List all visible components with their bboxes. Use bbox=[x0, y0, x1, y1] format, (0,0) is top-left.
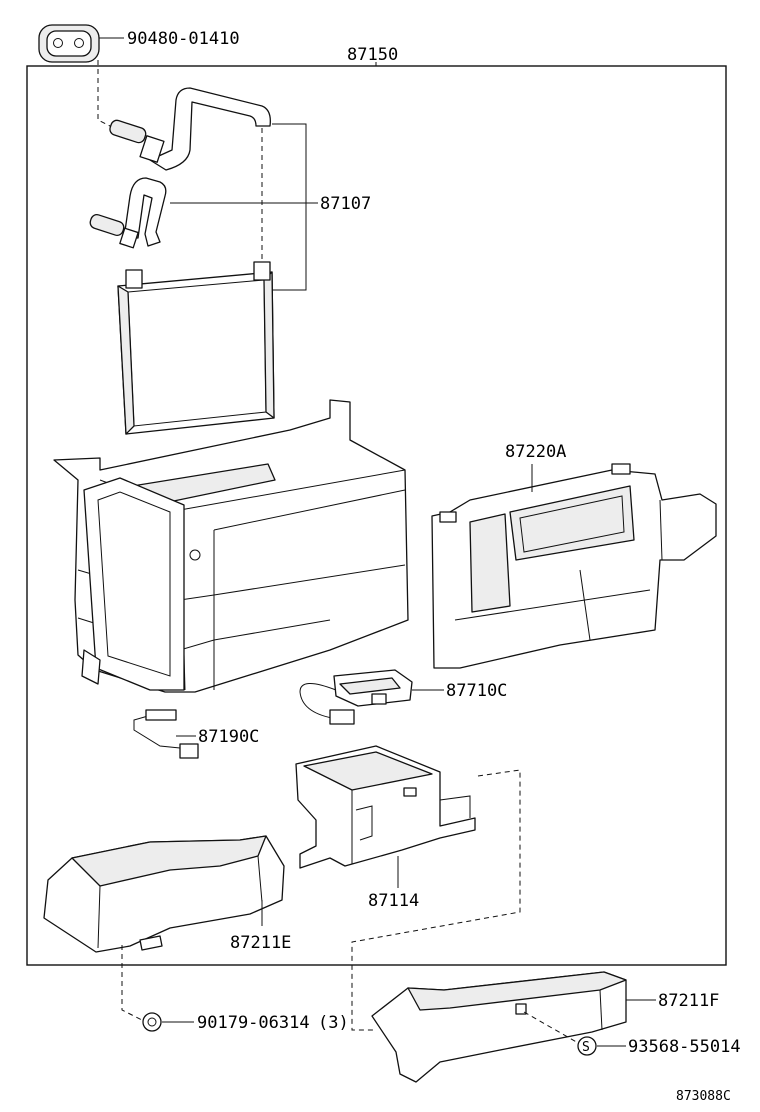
case-icon bbox=[431, 463, 717, 669]
part-label-lower-case: 87114 bbox=[368, 891, 419, 911]
part-label-servo: 87710C bbox=[446, 681, 507, 701]
part-label-clip: 90179-06314 bbox=[197, 1013, 310, 1033]
assembly-label: 87150 bbox=[347, 45, 398, 65]
clip-icon bbox=[142, 1012, 162, 1032]
part-label-thermistor: 87190C bbox=[198, 727, 259, 747]
duct-f-icon bbox=[371, 971, 627, 1083]
part-label-gasket: 90480-01410 bbox=[127, 29, 240, 49]
heater-core bbox=[117, 261, 275, 435]
pipe-icon bbox=[89, 87, 271, 249]
svg-text:S: S bbox=[582, 1040, 590, 1055]
sensor-icon bbox=[133, 709, 199, 759]
part-qty-clip: (3) bbox=[318, 1013, 349, 1033]
lower-case-icon bbox=[295, 745, 476, 869]
unit-case-main bbox=[53, 399, 409, 693]
part-label-case: 87220A bbox=[505, 442, 566, 462]
screw-icon: S bbox=[577, 1036, 597, 1056]
part-label-duct-f: 87211F bbox=[658, 991, 719, 1011]
figure-code: 873088C bbox=[676, 1089, 731, 1104]
part-label-duct-e: 87211E bbox=[230, 933, 291, 953]
part-label-pipes: 87107 bbox=[320, 194, 371, 214]
servo-icon bbox=[299, 669, 413, 725]
gasket-icon bbox=[38, 24, 100, 63]
part-label-screw: 93568-55014 bbox=[628, 1037, 741, 1057]
duct-icon bbox=[43, 835, 285, 953]
